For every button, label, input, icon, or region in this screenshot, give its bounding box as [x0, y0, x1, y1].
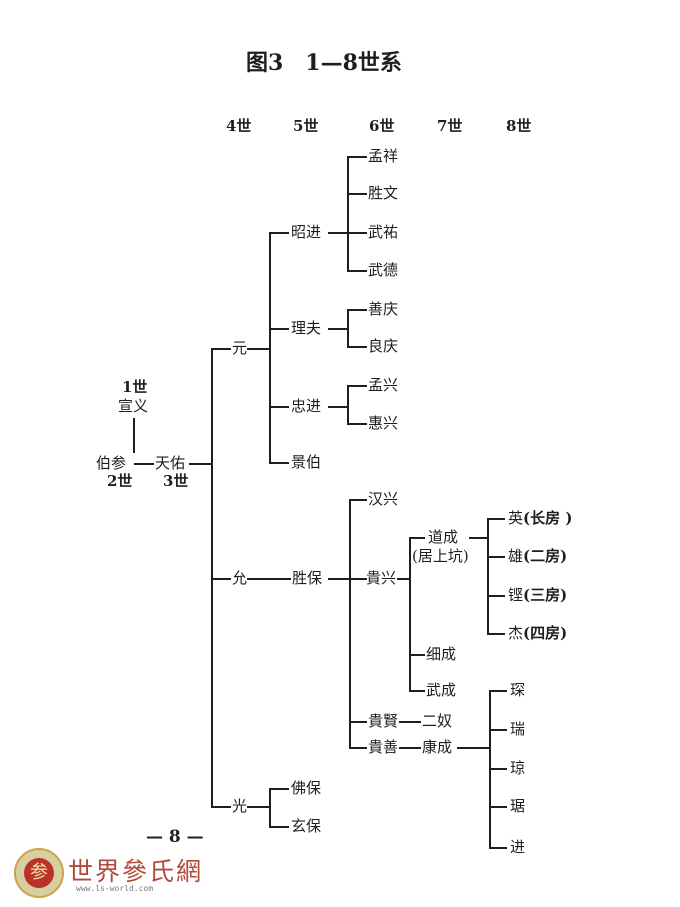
- node-kangcheng: 康成: [422, 738, 453, 756]
- node-wucheng: 武成: [426, 681, 457, 699]
- node-daocheng-note: (居上坑): [412, 547, 469, 565]
- node-huixing: 惠兴: [368, 414, 399, 432]
- node-rui: 瑞: [510, 720, 526, 738]
- watermark-url: www.ls-world.com: [76, 884, 154, 893]
- gen-header-5: 5世: [293, 117, 319, 135]
- gen1-label: 1世: [122, 378, 148, 396]
- gen3-label: 3世: [163, 472, 189, 490]
- gen1-name: 宣义: [118, 397, 149, 415]
- diagram-title: 图3 1—8世系: [246, 50, 402, 76]
- node-guixian: 貴賢: [368, 712, 399, 730]
- node-jin: 进: [510, 838, 526, 856]
- watermark-brand: 世界參氏網: [68, 857, 204, 886]
- node-hanxing: 汉兴: [368, 490, 399, 508]
- node-wuyou: 武祐: [368, 223, 399, 241]
- gen-header-7: 7世: [437, 117, 463, 135]
- gen2-label: 2世: [107, 472, 133, 490]
- node-yun: 允: [232, 569, 248, 587]
- gen2-name: 伯参: [96, 454, 127, 472]
- node-mengxiang: 孟祥: [368, 147, 399, 165]
- node-xiong: 雄(二房): [508, 549, 567, 564]
- node-daocheng: 道成: [428, 528, 459, 546]
- node-ju: 琚: [510, 797, 526, 815]
- node-qiong: 琼: [510, 759, 526, 777]
- node-jingbo: 景伯: [291, 453, 322, 471]
- node-xiong-name: 雄: [508, 547, 524, 565]
- node-jie: 杰(四房): [508, 626, 567, 641]
- node-ernu: 二奴: [422, 712, 453, 730]
- node-shengwen: 胜文: [368, 184, 399, 202]
- gen-header-6: 6世: [369, 117, 395, 135]
- node-shengbao: 胜保: [292, 569, 323, 587]
- node-chen: 琛: [510, 681, 526, 699]
- node-jie-note: (四房): [523, 624, 568, 642]
- site-logo: 参: [14, 848, 64, 898]
- node-jian: 铿(三房): [508, 588, 567, 603]
- node-guishan: 貴善: [368, 738, 399, 756]
- node-guang: 光: [232, 797, 248, 815]
- node-liangqing: 良庆: [368, 337, 399, 355]
- node-xuanbao: 玄保: [291, 817, 322, 835]
- node-wude: 武德: [368, 261, 399, 279]
- node-guixing: 貴兴: [366, 569, 397, 587]
- node-xicheng: 细成: [426, 645, 457, 663]
- node-ying-name: 英: [508, 509, 524, 527]
- node-jie-name: 杰: [508, 624, 524, 642]
- gen-header-8: 8世: [506, 117, 532, 135]
- node-zhongjin: 忠进: [291, 397, 322, 415]
- node-lifu: 理夫: [291, 319, 322, 337]
- node-zhaojin: 昭进: [291, 223, 322, 241]
- node-ying: 英(长房 ): [508, 511, 572, 526]
- node-ying-note: (长房 ): [523, 509, 573, 527]
- node-yuan: 元: [232, 339, 248, 357]
- node-jian-name: 铿: [508, 586, 524, 604]
- node-mengxing: 孟兴: [368, 376, 399, 394]
- node-shanqing: 善庆: [368, 300, 399, 318]
- site-logo-emblem: 参: [24, 858, 54, 888]
- gen-header-4: 4世: [226, 117, 252, 135]
- node-xiong-note: (二房): [523, 547, 568, 565]
- node-fobao: 佛保: [291, 779, 322, 797]
- gen3-name: 天佑: [155, 454, 186, 472]
- page-number: — 8 —: [146, 827, 204, 847]
- node-jian-note: (三房): [523, 586, 568, 604]
